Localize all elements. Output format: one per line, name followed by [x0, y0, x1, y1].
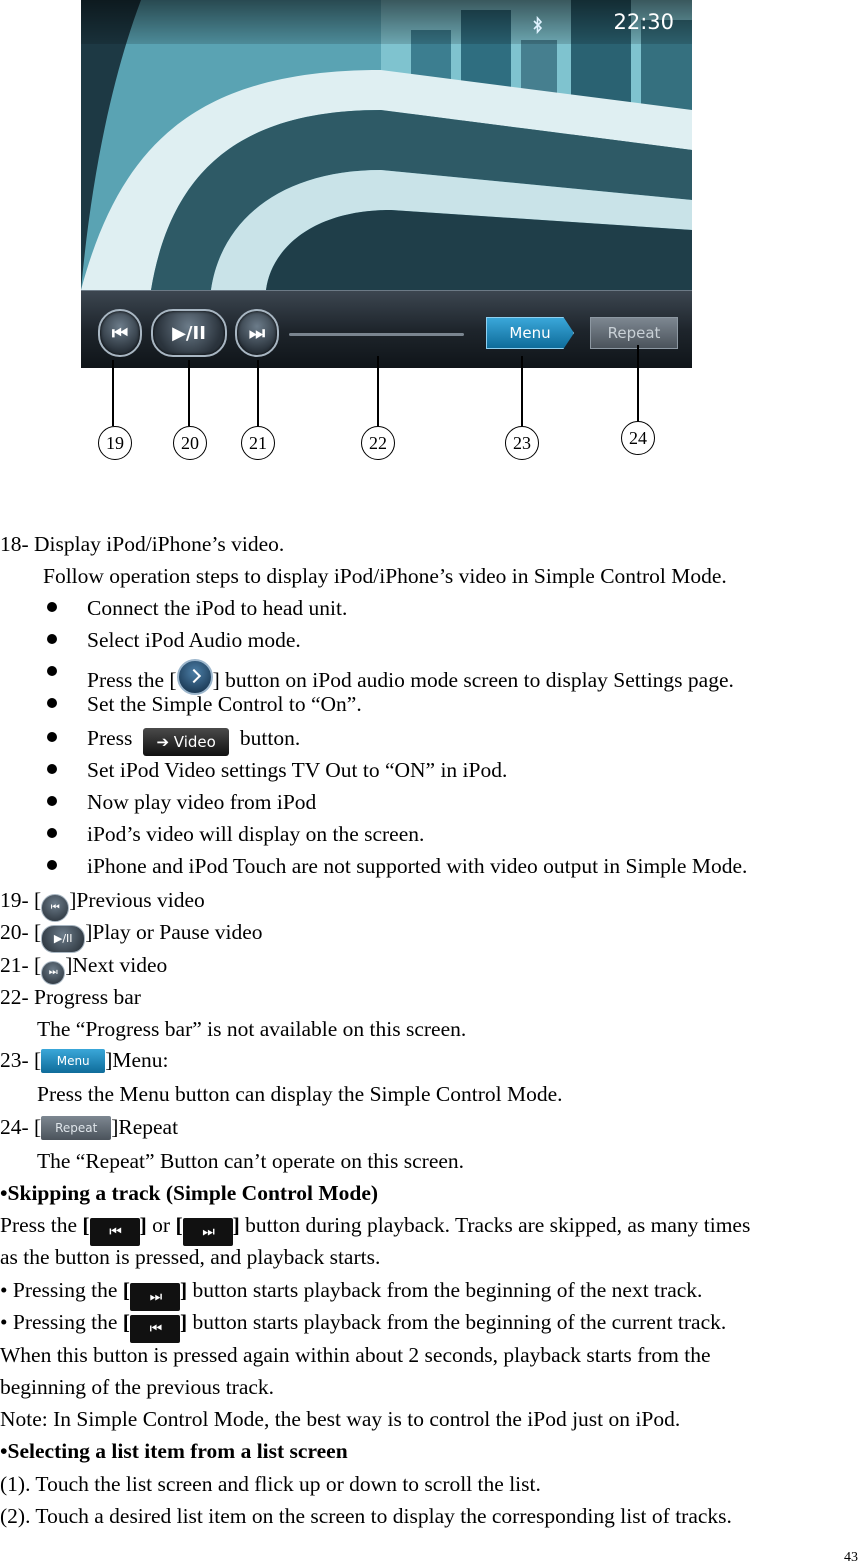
item-18-intro: Follow operation steps to display iPod/i…	[43, 564, 727, 588]
menu-button-icon: Menu	[41, 1049, 106, 1073]
list-line-1: (1). Touch the list screen and flick up …	[0, 1472, 541, 1496]
previous-track-icon: ⏮	[89, 1218, 140, 1246]
item-24-desc: The “Repeat” Button can’t operate on thi…	[37, 1149, 465, 1173]
callout-line	[637, 345, 639, 421]
step-9: iPhone and iPod Touch are not supported …	[87, 854, 748, 878]
callout-line	[257, 360, 259, 426]
step-3-post: ] button on iPod audio mode screen to di…	[212, 668, 734, 692]
skip-line-4: • Pressing the [⏮] button starts playbac…	[0, 1309, 726, 1343]
callout-line	[377, 356, 379, 426]
skip-1b: or	[146, 1213, 176, 1237]
status-bar: 22:30	[81, 0, 692, 44]
callout-19: 19	[98, 426, 132, 460]
item-22: 22- Progress bar	[0, 985, 141, 1009]
play-pause-icon: ▶/II	[172, 322, 206, 344]
bullet	[47, 698, 57, 708]
item-24: 24- [Repeat]Repeat	[0, 1114, 178, 1141]
list-line-2: (2). Touch a desired list item on the sc…	[0, 1504, 732, 1528]
skip-3a: • Pressing the	[0, 1278, 123, 1302]
bullet	[47, 732, 57, 742]
bullet	[47, 666, 57, 676]
clock: 22:30	[613, 10, 674, 34]
previous-icon: ⏮	[41, 894, 70, 922]
repeat-button[interactable]: Repeat	[590, 317, 678, 349]
menu-button[interactable]: Menu	[486, 317, 574, 349]
play-pause-icon: ▶/II	[41, 925, 86, 953]
item-19: 19- [⏮]Previous video	[0, 887, 205, 922]
repeat-button-icon: Repeat	[41, 1116, 112, 1140]
item-20: 20- [▶/II]Play or Pause video	[0, 919, 263, 953]
callout-23: 23	[505, 426, 539, 460]
next-button[interactable]: ⏭	[235, 309, 279, 357]
step-1: Connect the iPod to head unit.	[87, 596, 348, 620]
settings-icon	[176, 659, 213, 695]
skip-3b: button starts playback from the beginnin…	[187, 1278, 703, 1302]
callout-24: 24	[621, 421, 655, 455]
step-3: Press the [ ] button on iPod audio mode s…	[87, 659, 734, 695]
item-24-pre: 24- [	[0, 1115, 42, 1139]
previous-icon: ⏮	[111, 322, 129, 344]
item-22-desc: The “Progress bar” is not available on t…	[37, 1017, 467, 1041]
skip-line-6: beginning of the previous track.	[0, 1375, 275, 1399]
step-6: Set iPod Video settings TV Out to “ON” i…	[87, 758, 508, 782]
callout-line	[188, 360, 190, 426]
next-icon: ⏭	[248, 322, 266, 344]
bluetooth-icon	[533, 16, 543, 34]
callout-21: 21	[241, 426, 275, 460]
item-21: 21- [⏭]Next video	[0, 952, 167, 985]
skip-1c: button during playback. Tracks are skipp…	[239, 1213, 751, 1237]
progress-bar[interactable]	[289, 333, 464, 336]
section-heading-skipping: •Skipping a track (Simple Control Mode)	[0, 1181, 379, 1205]
skip-4b: button starts playback from the beginnin…	[187, 1310, 727, 1334]
item-23-post: ]Menu:	[105, 1048, 169, 1072]
previous-button[interactable]: ⏮	[98, 309, 142, 357]
callout-line	[112, 360, 114, 426]
step-5-pre: Press	[87, 726, 133, 750]
video-button-icon: ➔ Video	[143, 728, 230, 756]
bullet	[47, 796, 57, 806]
device-screen: 22:30 ⏮ ▶/II ⏭ Menu Repeat	[81, 0, 692, 368]
play-pause-button[interactable]: ▶/II	[151, 309, 227, 357]
skip-line-3: • Pressing the [⏭] button starts playbac…	[0, 1277, 702, 1311]
skip-4a: • Pressing the	[0, 1310, 123, 1334]
section-heading-list: •Selecting a list item from a list scree…	[0, 1439, 348, 1463]
callout-line	[521, 356, 523, 426]
item-19-post: ]Previous video	[69, 888, 205, 912]
skip-line-5: When this button is pressed again within…	[0, 1343, 711, 1367]
previous-track-icon: ⏮	[129, 1315, 180, 1343]
next-icon: ⏭	[41, 961, 66, 985]
bullet	[47, 764, 57, 774]
bullet	[47, 602, 57, 612]
step-4: Set the Simple Control to “On”.	[87, 692, 362, 716]
bullet	[47, 860, 57, 870]
item-19-pre: 19- [	[0, 888, 42, 912]
step-5-post: button.	[239, 726, 301, 750]
item-24-post: ]Repeat	[111, 1115, 179, 1139]
item-23: 23- [Menu]Menu:	[0, 1047, 169, 1074]
step-7: Now play video from iPod	[87, 790, 317, 814]
bullet	[47, 634, 57, 644]
control-bar: ⏮ ▶/II ⏭ Menu Repeat	[81, 290, 692, 368]
next-track-icon: ⏭	[182, 1218, 233, 1246]
skip-line-2: as the button is pressed, and playback s…	[0, 1245, 381, 1269]
page-number: 43	[844, 1550, 858, 1565]
step-5: Press ➔ Video button.	[87, 725, 300, 756]
bullet	[47, 828, 57, 838]
callout-20: 20	[173, 426, 207, 460]
note: Note: In Simple Control Mode, the best w…	[0, 1407, 681, 1431]
step-2: Select iPod Audio mode.	[87, 628, 301, 652]
item-21-post: ]Next video	[65, 953, 168, 977]
item-23-pre: 23- [	[0, 1048, 42, 1072]
step-3-pre: Press the [	[87, 668, 177, 692]
item-20-post: ]Play or Pause video	[85, 920, 263, 944]
item-23-desc: Press the Menu button can display the Si…	[37, 1082, 563, 1106]
step-8: iPod’s video will display on the screen.	[87, 822, 425, 846]
item-21-pre: 21- [	[0, 953, 42, 977]
next-track-icon: ⏭	[129, 1283, 180, 1311]
item-18-heading: 18- Display iPod/iPhone’s video.	[0, 532, 285, 556]
skip-line-1: Press the [⏮] or [⏭] button during playb…	[0, 1212, 750, 1246]
item-20-pre: 20- [	[0, 920, 42, 944]
skip-1a: Press the	[0, 1213, 83, 1237]
callout-22: 22	[361, 426, 395, 460]
